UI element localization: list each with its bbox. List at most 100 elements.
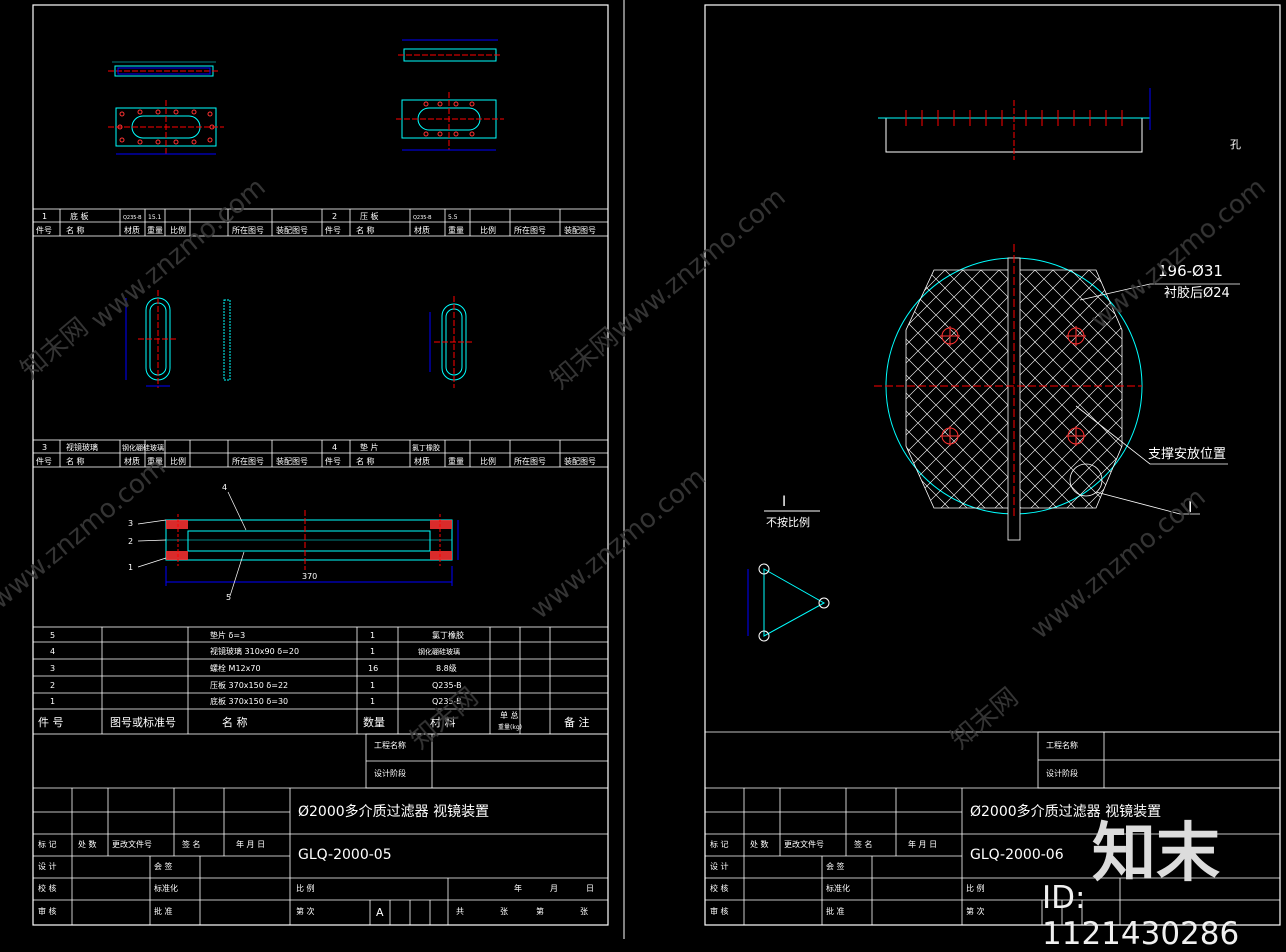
svg-text:所在图号: 所在图号: [232, 456, 264, 466]
bom-mid-material-4: 氯丁橡胶: [412, 443, 440, 452]
svg-text:名 称: 名 称: [66, 225, 85, 235]
svg-text:视镜玻璃 310x90 δ=20: 视镜玻璃 310x90 δ=20: [210, 646, 299, 656]
svg-text:Q235-B: Q235-B: [432, 681, 462, 690]
svg-text:比 例: 比 例: [296, 883, 315, 893]
svg-text:批 准: 批 准: [826, 906, 845, 916]
id-stamp: ID: 1121430286: [1042, 880, 1240, 952]
bom-mid-no-3: 3: [42, 443, 47, 452]
glass-view: [125, 290, 178, 388]
svg-text:1: 1: [370, 647, 375, 656]
svg-text:第 次: 第 次: [966, 906, 985, 916]
svg-text:件号: 件号: [36, 225, 52, 235]
svg-text:处 数: 处 数: [78, 839, 97, 849]
svg-text:标准化: 标准化: [826, 883, 850, 893]
svg-text:A: A: [376, 906, 384, 919]
svg-text:压板 370x150 δ=22: 压板 370x150 δ=22: [210, 680, 288, 690]
svg-text:比例: 比例: [170, 456, 186, 466]
callout-3: 3: [128, 519, 133, 528]
svg-text:签 名: 签 名: [854, 839, 873, 849]
svg-text:www.znzmo.com: www.znzmo.com: [525, 462, 711, 625]
svg-text:材 料: 材 料: [430, 715, 456, 729]
svg-text:所在图号: 所在图号: [514, 456, 546, 466]
detail-mark: I: [1188, 498, 1192, 516]
svg-text:所在图号: 所在图号: [514, 225, 546, 235]
callout-2: 2: [128, 537, 133, 546]
svg-text:www.znzmo.com: www.znzmo.com: [0, 452, 172, 615]
svg-text:1: 1: [50, 697, 55, 706]
svg-text:标 记: 标 记: [38, 839, 57, 849]
svg-text:标准化: 标准化: [154, 883, 178, 893]
svg-text:张: 张: [500, 907, 508, 916]
svg-text:比例: 比例: [480, 225, 496, 235]
left-title-block-grid: [33, 733, 609, 925]
bom-top-weight-2: 5.5: [448, 214, 458, 221]
svg-text:16: 16: [368, 664, 378, 673]
svg-text:重量: 重量: [448, 225, 464, 235]
svg-text:年 月 日: 年 月 日: [908, 839, 937, 849]
svg-text:共: 共: [456, 907, 464, 916]
svg-text:www.znzmo.com: www.znzmo.com: [605, 182, 791, 345]
svg-text:知末网: 知末网: [15, 312, 94, 385]
right-project-label: 工程名称: [1046, 740, 1078, 750]
svg-text:www.znzmo.com: www.znzmo.com: [85, 172, 271, 335]
svg-text:名 称: 名 称: [66, 456, 85, 466]
svg-text:名 称: 名 称: [222, 715, 248, 729]
svg-text:材质: 材质: [414, 225, 430, 235]
svg-text:名 称: 名 称: [356, 456, 375, 466]
right-drawing-title: Ø2000多介质过滤器 视镜装置: [970, 803, 1161, 820]
svg-text:知末网: 知末网: [945, 682, 1024, 755]
svg-text:垫片 δ=3: 垫片 δ=3: [210, 630, 245, 640]
svg-text:1: 1: [370, 697, 375, 706]
bom-top-material-2: Q235-B: [413, 215, 432, 221]
svg-text:名 称: 名 称: [356, 225, 375, 235]
svg-text:8.8级: 8.8级: [436, 663, 457, 673]
plan-view-2: [396, 92, 504, 151]
svg-text:张: 张: [580, 907, 588, 916]
svg-text:重量: 重量: [147, 225, 163, 235]
detail-triangle: [747, 563, 830, 642]
svg-text:比例: 比例: [480, 456, 496, 466]
bom-top-name-2: 压 板: [360, 211, 379, 221]
svg-text:4: 4: [50, 647, 55, 656]
svg-text:处 数: 处 数: [750, 839, 769, 849]
svg-text:年: 年: [514, 883, 522, 893]
svg-text:材质: 材质: [124, 456, 140, 466]
left-signoff-labels: 设 计 校 核 审 核 会 签 标准化 批 准 比 例 第 次 A 年 月 日 …: [38, 861, 594, 919]
bom-top-name-1: 底 板: [70, 211, 89, 221]
svg-text:5: 5: [50, 631, 55, 640]
svg-text:件号: 件号: [325, 225, 341, 235]
callout-5: 5: [226, 593, 231, 602]
left-project-label: 工程名称: [374, 740, 406, 750]
svg-text:装配图号: 装配图号: [276, 225, 308, 235]
svg-text:标 记: 标 记: [710, 839, 729, 849]
svg-text:比例: 比例: [170, 225, 186, 235]
svg-text:设 计: 设 计: [38, 861, 57, 871]
bom-top-no-2: 2: [332, 212, 337, 221]
svg-text:第 次: 第 次: [296, 906, 315, 916]
bom-mid-material-3: 钢化硼硅玻璃: [122, 443, 164, 452]
right-title-block-grid: [705, 731, 1281, 925]
svg-text:重量: 重量: [147, 456, 163, 466]
svg-text:年 月 日: 年 月 日: [236, 839, 265, 849]
parts-list-grid: [32, 626, 609, 735]
svg-text:1: 1: [370, 631, 375, 640]
top-view-plate-2: [398, 39, 502, 62]
right-stage-label: 设计阶段: [1046, 768, 1078, 778]
svg-text:备 注: 备 注: [564, 715, 590, 729]
svg-text:1: 1: [370, 681, 375, 690]
plate-side-view: [878, 88, 1151, 160]
bom-top-headers: 件号 名 称 材质 重量 比例 所在图号 装配图号 件号 名 称 材质 重量 比…: [36, 225, 596, 235]
callout-4: 4: [222, 483, 227, 492]
svg-text:会 签: 会 签: [154, 861, 173, 871]
svg-text:图号或标准号: 图号或标准号: [110, 715, 176, 729]
bom-mid-grid: [32, 439, 609, 468]
bom-mid-headers: 件号 名 称 材质 重量 比例 所在图号 装配图号 件号 名 称 材质 重量 比…: [36, 456, 596, 466]
svg-text:更改文件号: 更改文件号: [784, 839, 824, 849]
svg-text:重量(kg): 重量(kg): [498, 723, 522, 731]
svg-text:会 签: 会 签: [826, 861, 845, 871]
svg-text:3: 3: [50, 664, 55, 673]
bom-mid-name-3: 视镜玻璃: [66, 442, 98, 452]
support-label: 支撑安放位置: [1148, 447, 1226, 462]
svg-text:设 计: 设 计: [710, 861, 729, 871]
gasket-edge-view: [223, 299, 231, 381]
